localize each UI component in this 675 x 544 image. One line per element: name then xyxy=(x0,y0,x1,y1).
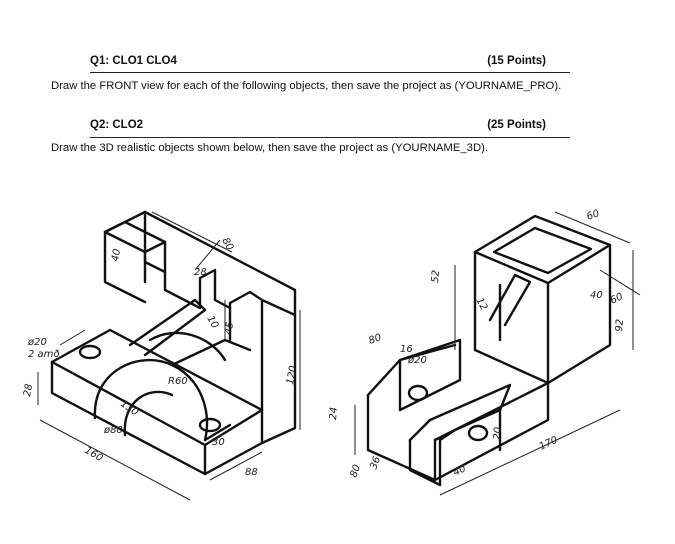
drawing-1-isometric xyxy=(50,210,297,476)
drawing-2-dimensions: 60 52 12 40 60 92 80 16 ø20 24 80 36 40 … xyxy=(328,208,626,479)
dim2-dia20: ø20 xyxy=(407,355,427,366)
dim2-170: 170 xyxy=(538,435,560,453)
q2-points: (25 Points) xyxy=(487,119,546,131)
dim2-92: 92 xyxy=(614,319,626,333)
dim2-40: 40 xyxy=(590,290,603,301)
dim-45: 45 xyxy=(223,321,236,335)
q2-header: Q2: CLO2 (25 Points) xyxy=(90,119,546,131)
drawing-2-thin-lines xyxy=(354,211,641,496)
dim-2-holes: 2 amð xyxy=(28,349,60,360)
dim2-36: 36 xyxy=(368,455,383,471)
dim-160: 160 xyxy=(83,445,105,464)
dim-dia80: ø80 xyxy=(103,425,123,436)
dim2-20: 20 xyxy=(492,427,504,441)
q2-title: Q2: CLO2 xyxy=(90,119,144,131)
dim-30: 30 xyxy=(212,437,225,448)
q1-title: Q1: CLO1 CLO4 xyxy=(90,55,177,67)
dim-r60: R60 xyxy=(168,376,188,387)
dim-120: 120 xyxy=(285,365,299,386)
drawing-1-dimensions: 80 40 28 10 45 ø20 2 amð 28 R60 130 ø80 … xyxy=(22,236,299,478)
dim-28-b: 28 xyxy=(22,383,35,397)
drawing-2-isometric xyxy=(366,214,612,487)
dim2-40b: 40 xyxy=(452,463,468,478)
q2-underline xyxy=(90,137,570,139)
dim2-80b: 80 xyxy=(348,463,363,479)
dim-80-top: 80 xyxy=(219,236,235,253)
q2-instruction: Draw the 3D realistic objects shown belo… xyxy=(51,142,488,154)
dim-88: 88 xyxy=(245,467,258,478)
dim2-52: 52 xyxy=(430,270,442,284)
dim2-80: 80 xyxy=(367,332,383,347)
dim2-60b: 60 xyxy=(609,291,625,306)
q1-underline xyxy=(90,72,570,74)
q1-header: Q1: CLO1 CLO4 (15 Points) xyxy=(90,55,546,67)
drawing-1-thin-lines xyxy=(37,211,301,501)
q1-points: (15 Points) xyxy=(487,55,546,67)
dim2-60: 60 xyxy=(585,208,601,223)
dim2-24: 24 xyxy=(328,407,340,421)
dim-dia20: ø20 xyxy=(27,337,47,348)
dim2-16: 16 xyxy=(400,344,413,355)
dim-40: 40 xyxy=(110,248,123,262)
q1-instruction: Draw the FRONT view for each of the foll… xyxy=(51,80,562,92)
dim-10: 10 xyxy=(204,314,220,331)
dim-28-a: 28 xyxy=(194,267,207,278)
